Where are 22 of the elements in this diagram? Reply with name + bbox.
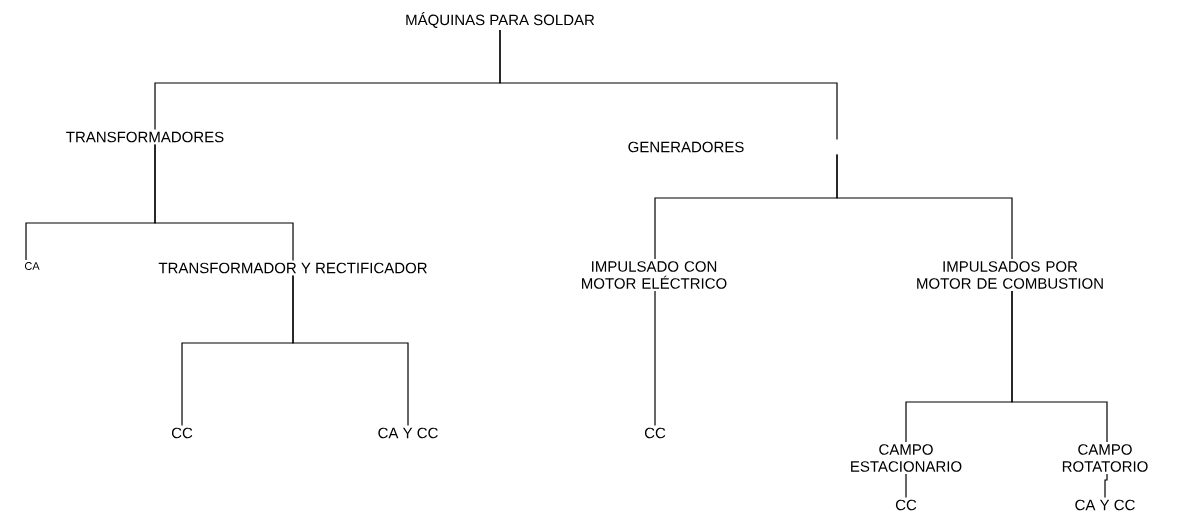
tree-label: IMPULSADO CON MOTOR ELÉCTRICO — [582, 261, 727, 289]
tree-label: CAMPO ROTATORIO — [1062, 444, 1148, 472]
tree-line — [154, 143, 294, 262]
tree-label: IMPULSADOS POR MOTOR DE COMBUSTION — [917, 261, 1103, 289]
tree-line — [1104, 473, 1108, 499]
tree-label: CC — [644, 427, 666, 439]
tree-line — [499, 29, 838, 141]
tree-label: CC — [895, 499, 917, 511]
tree-label: TRANSFORMADOR Y RECTIFICADOR — [158, 262, 427, 274]
tree-line — [1011, 290, 1108, 443]
tree-line — [654, 290, 656, 427]
tree-label: CAMPO ESTACIONARIO — [851, 444, 962, 472]
tree-label: MÁQUINAS PARA SOLDAR — [406, 12, 595, 28]
tree-line — [836, 153, 1013, 260]
tree-label: CA Y CC — [1075, 499, 1135, 511]
tree-line — [292, 274, 409, 427]
tree-label: CC — [171, 427, 193, 439]
tree-label: CA — [24, 262, 40, 270]
tree-label: CA Y CC — [378, 427, 438, 439]
tree-label: GENERADORES — [628, 141, 744, 153]
tree-label: TRANSFORMADORES — [66, 131, 224, 143]
tree-line — [905, 473, 907, 499]
